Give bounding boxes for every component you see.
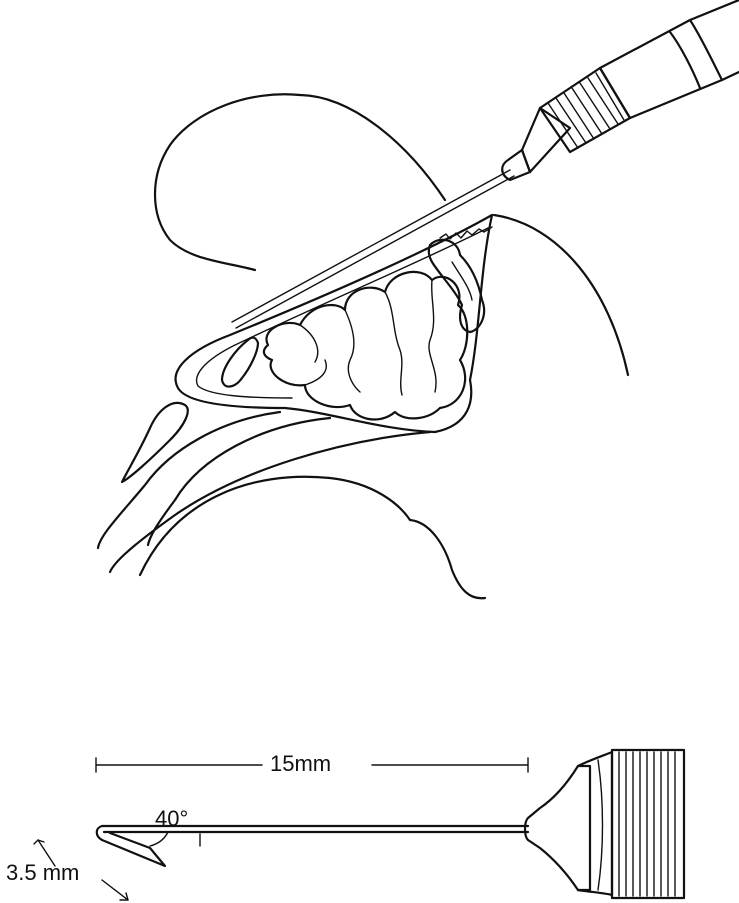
- left-lump: [122, 403, 188, 482]
- angle-arc: [150, 832, 168, 846]
- fold-line-4: [429, 280, 436, 392]
- tip-length-label: 3.5 mm: [6, 860, 79, 886]
- hub-collar-inner-curve: [598, 760, 603, 890]
- fold-line-5: [305, 360, 326, 385]
- needle-detail: [34, 750, 684, 900]
- anatomy-illustration: [98, 94, 628, 598]
- bend-angle-label: 40°: [155, 806, 188, 832]
- tip-dimension-line-bottom: [102, 880, 128, 900]
- upper-syringe-barrel-end: [690, 0, 739, 80]
- fold-line-2: [345, 310, 360, 392]
- hub-grip: [612, 750, 684, 898]
- folded-mass-outline: [264, 272, 467, 420]
- hub-collar: [578, 752, 612, 895]
- fold-line-3: [385, 292, 402, 395]
- bottom-lobe-outline: [140, 477, 485, 599]
- needle-length-label: 15mm: [270, 751, 331, 777]
- hub-grip-ridges: [619, 752, 675, 896]
- fold-line-1: [300, 325, 318, 362]
- capsule-inner-outline: [197, 228, 488, 398]
- hub-cone: [525, 766, 590, 890]
- upper-syringe-barrel: [600, 20, 722, 118]
- right-long-curve: [494, 215, 628, 375]
- upper-syringe-barrel-ring: [670, 32, 700, 88]
- upper-lobe-outline: [155, 94, 300, 270]
- upper-syringe: [502, 0, 739, 180]
- capsule-outer-outline: [176, 215, 492, 432]
- upper-needle-shaft-bottom: [236, 176, 514, 328]
- upper-needle-shaft-top: [232, 170, 510, 322]
- upper-syringe-tip: [502, 150, 530, 180]
- upper-lobe-right-edge: [300, 95, 445, 200]
- inner-elongated-shape: [222, 338, 258, 387]
